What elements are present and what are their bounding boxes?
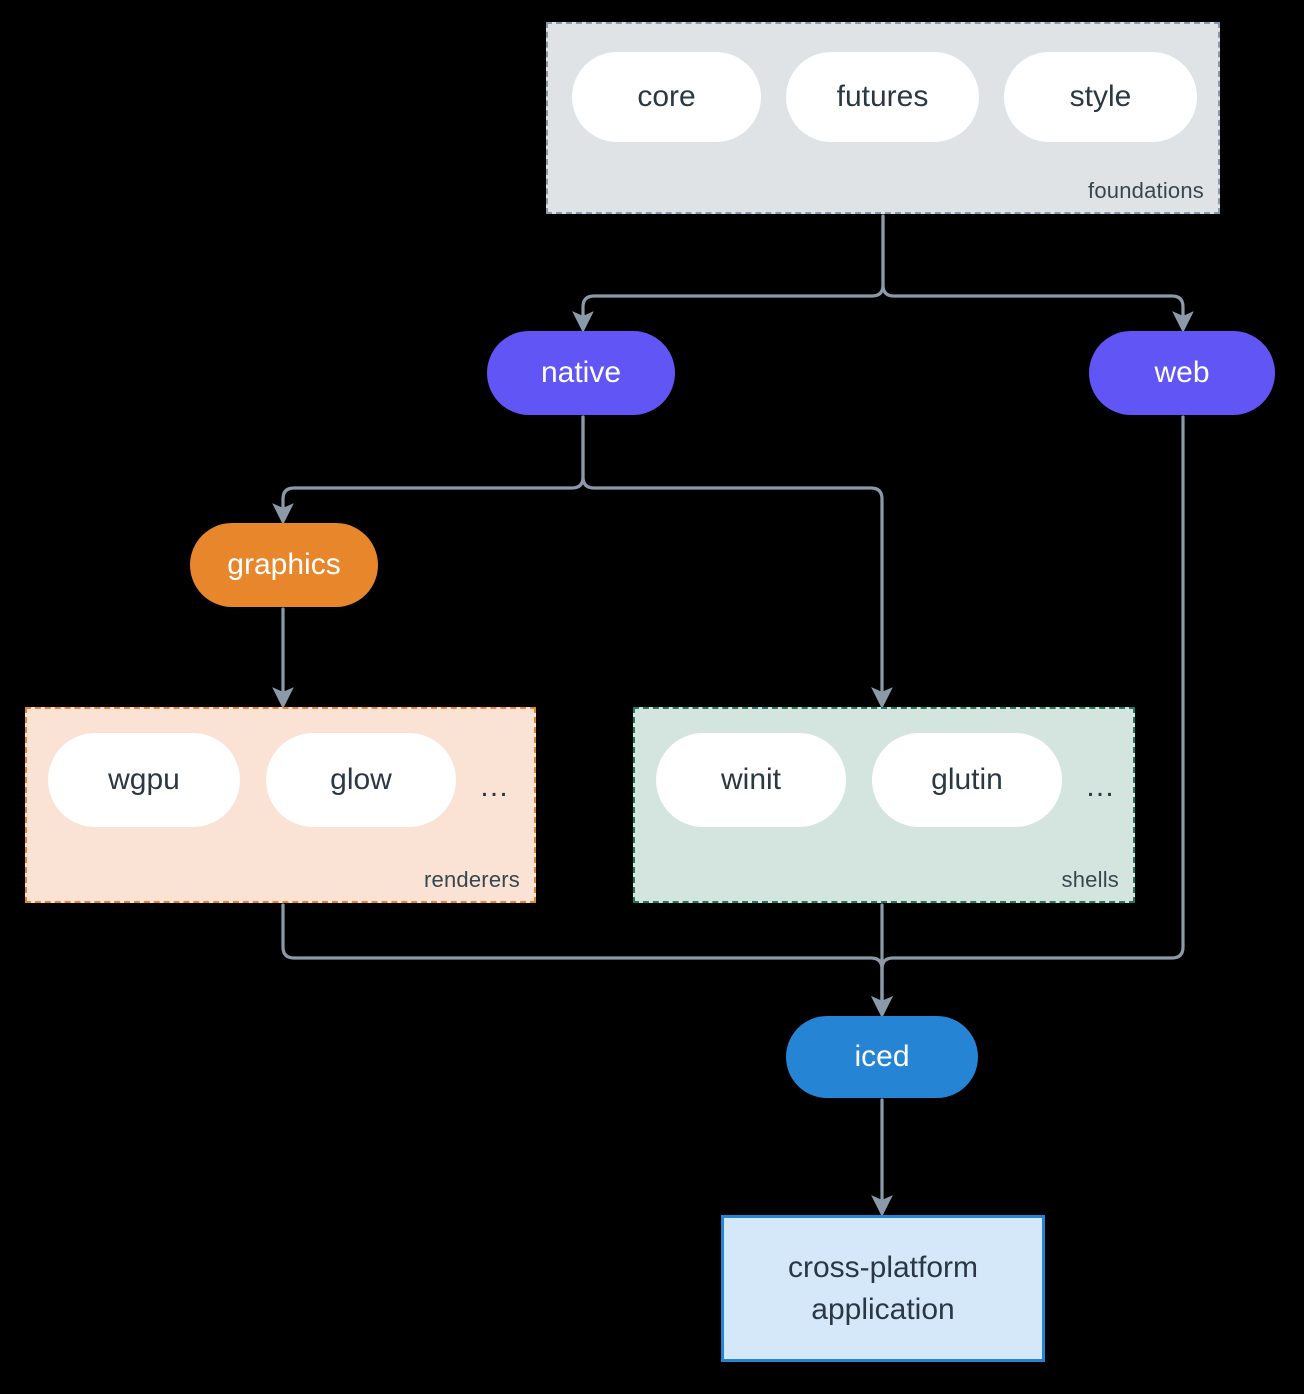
application-label-line1: cross-platform <box>787 1251 979 1285</box>
pill-futures[interactable]: futures <box>786 52 979 142</box>
node-graphics[interactable]: graphics <box>190 523 378 607</box>
pill-core[interactable]: core <box>572 52 761 142</box>
pill-glutin[interactable]: glutin <box>872 733 1062 827</box>
pill-wgpu[interactable]: wgpu <box>48 733 240 827</box>
pill-glow[interactable]: glow <box>266 733 456 827</box>
edge-native-shells <box>581 415 893 709</box>
node-cross-platform-application[interactable]: cross-platform application <box>721 1215 1045 1362</box>
node-web[interactable]: web <box>1089 331 1275 415</box>
group-label-foundations: foundations <box>1088 178 1204 203</box>
ellipsis-shells: … <box>1085 770 1115 803</box>
pill-winit[interactable]: winit <box>656 733 846 827</box>
edge-native-graphics <box>272 415 585 525</box>
edge-foundations-native <box>572 214 885 333</box>
ellipsis-renderers: … <box>479 770 509 803</box>
group-label-renderers: renderers <box>424 867 520 892</box>
pill-style[interactable]: style <box>1004 52 1197 142</box>
group-label-shells: shells <box>1061 867 1119 892</box>
application-label-line2: application <box>811 1292 955 1326</box>
edge-renderers-iced <box>281 903 893 1018</box>
edge-foundations-web <box>881 214 1194 333</box>
node-iced[interactable]: iced <box>786 1016 978 1098</box>
node-native[interactable]: native <box>487 331 675 415</box>
